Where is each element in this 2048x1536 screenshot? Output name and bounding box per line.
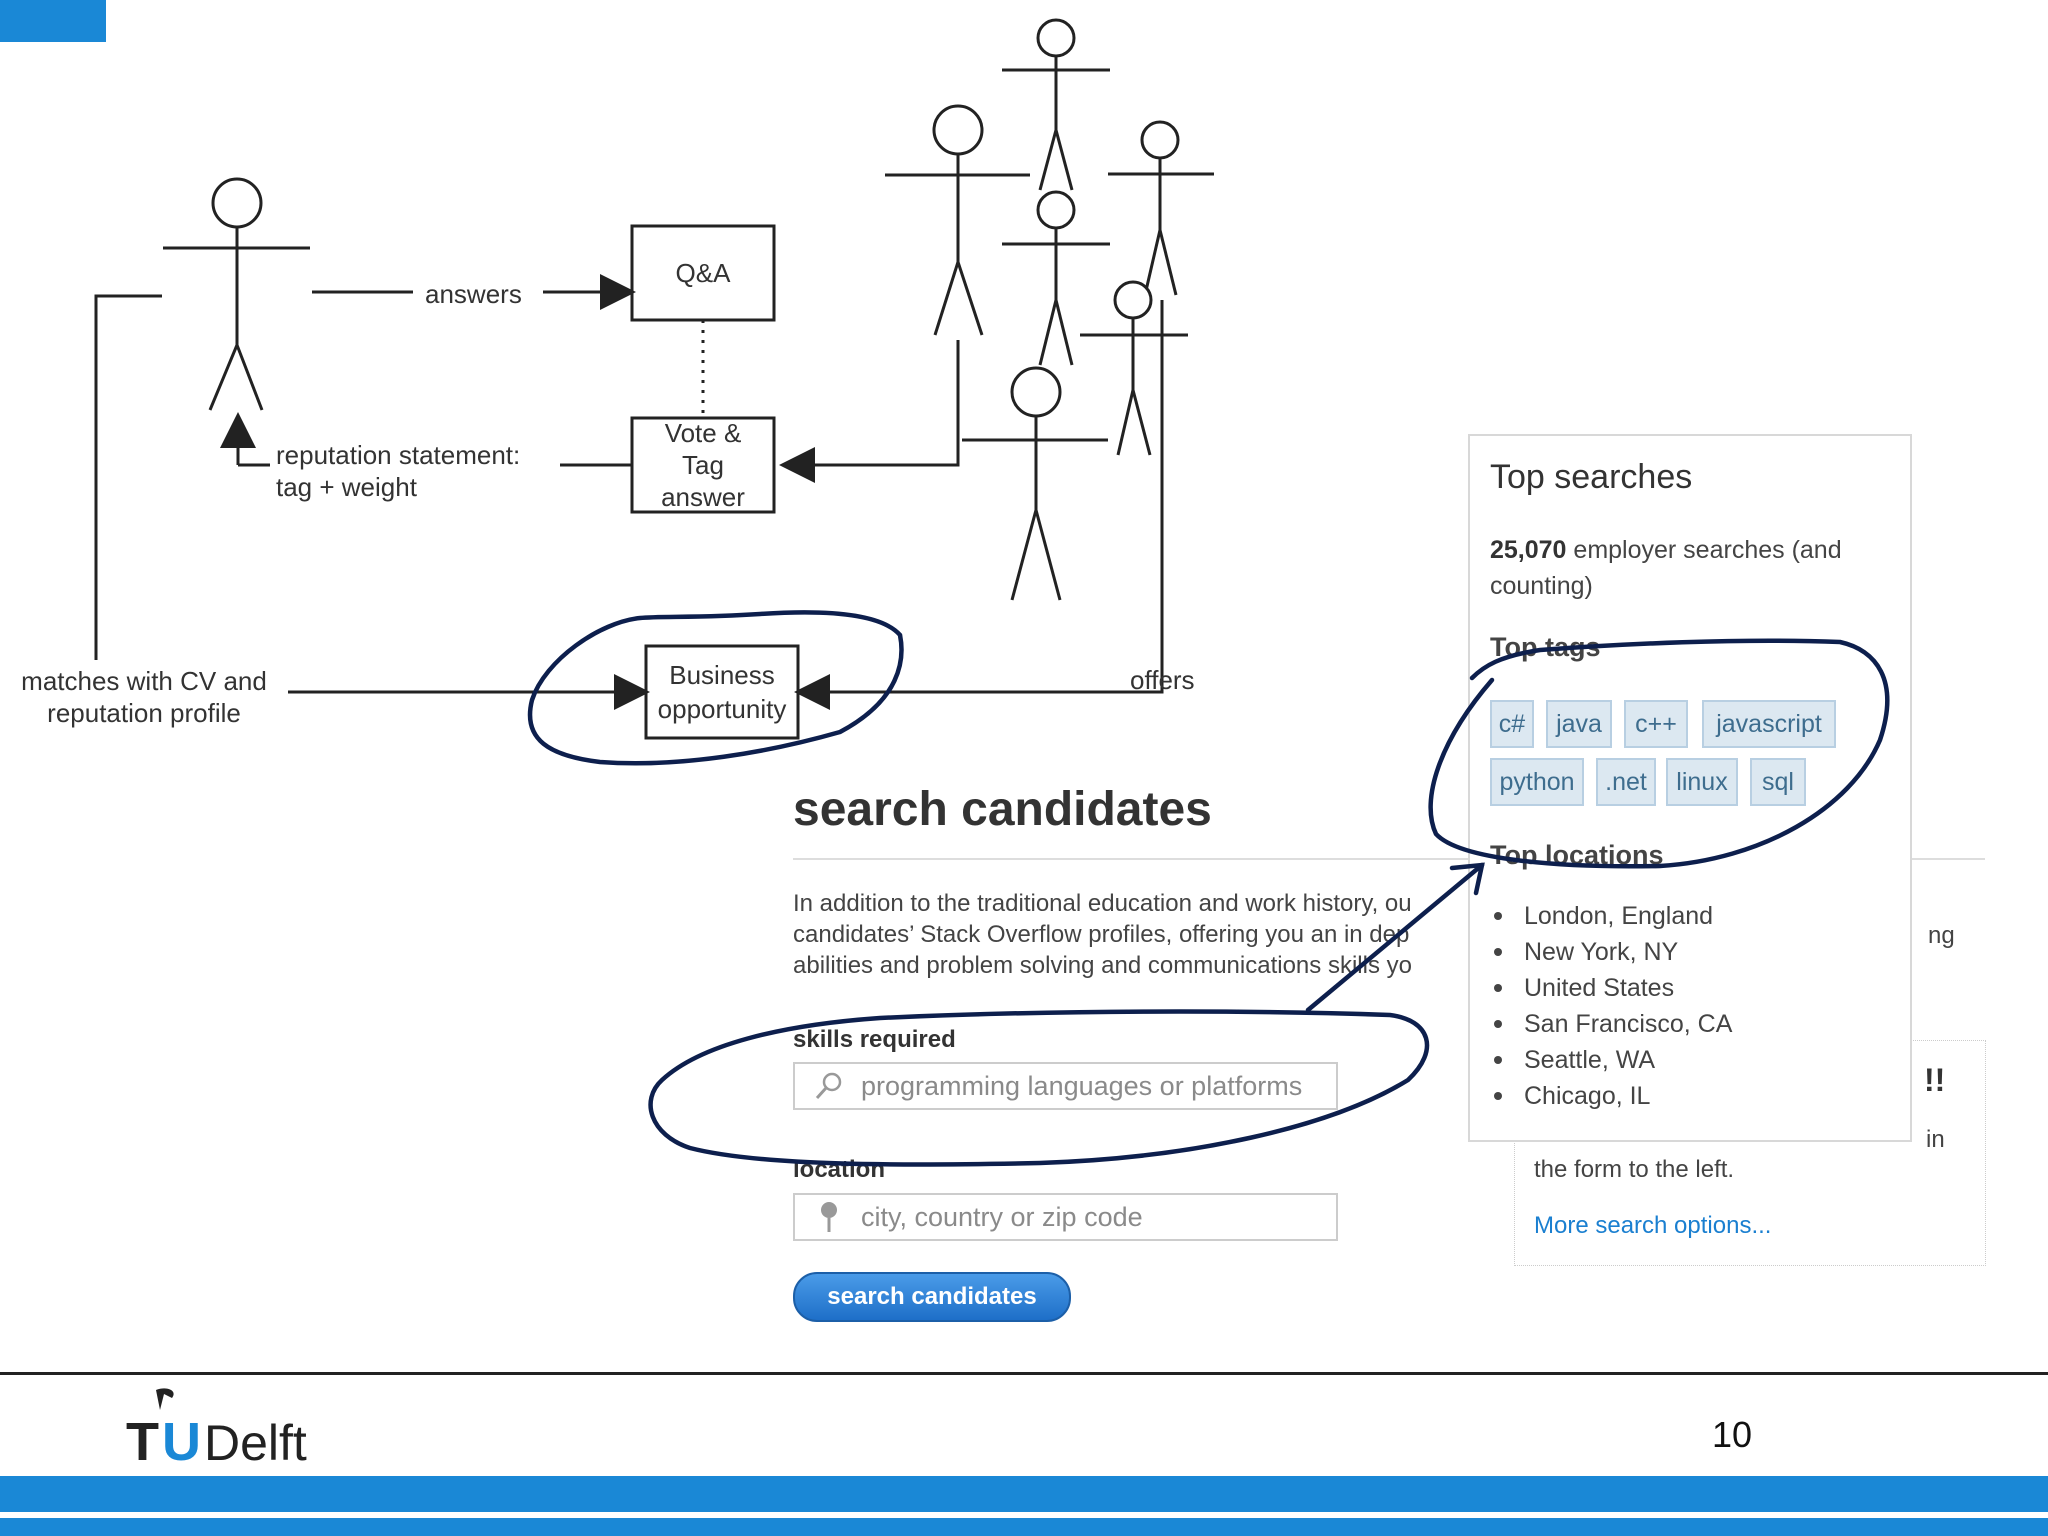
tag-linux[interactable]: linux	[1666, 758, 1738, 806]
top-locations-title: Top locations	[1490, 840, 1664, 870]
tag-sql[interactable]: sql	[1750, 758, 1806, 806]
search-count-text: employer searches (and	[1566, 536, 1842, 564]
svg-text:Delft: Delft	[204, 1415, 307, 1464]
reputation-label: tag + weight	[276, 472, 418, 502]
intro-line: In addition to the traditional education…	[793, 890, 1412, 917]
location-name: United States	[1524, 974, 1675, 1002]
skills-required-label: skills required	[793, 1026, 956, 1053]
bullet-icon	[1494, 1020, 1502, 1028]
magnifier-icon	[809, 1066, 849, 1106]
tag-cpp[interactable]: c++	[1624, 700, 1688, 748]
page-number: 10	[1712, 1414, 1753, 1455]
title-divider	[793, 858, 1985, 860]
qa-box-label: Q&A	[676, 258, 732, 288]
intro-line: abilities and problem solving and commun…	[793, 952, 1412, 979]
tag-dotnet[interactable]: .net	[1596, 758, 1656, 806]
vote-box-label: answer	[661, 482, 745, 512]
location-name: New York, NY	[1524, 938, 1679, 966]
side-text: the form to the left.	[1534, 1156, 1735, 1183]
location-item[interactable]: United States	[1490, 970, 1732, 1006]
location-name: Chicago, IL	[1524, 1082, 1651, 1110]
side-text-fragment: in	[1926, 1126, 1945, 1153]
footer-divider	[0, 1372, 2048, 1375]
location-item[interactable]: London, England	[1490, 898, 1732, 934]
top-tags-title: Top tags	[1490, 632, 1601, 662]
side-heading-fragment: !!	[1924, 1062, 1946, 1098]
location-item[interactable]: Seattle, WA	[1490, 1042, 1732, 1078]
developer-figure	[163, 177, 310, 411]
intro-text: In addition to the traditional education…	[793, 888, 1461, 988]
intro-line: candidates’ Stack Overflow profiles, off…	[793, 921, 1410, 948]
top-searches-card: Top searches 25,070 employer searches (a…	[1468, 434, 1912, 1142]
offers-label: offers	[1130, 665, 1195, 695]
skills-field[interactable]	[793, 1062, 1338, 1110]
side-text-fragment: ng	[1928, 922, 1955, 949]
employer-search-count: 25,070 employer searches (and counting)	[1490, 532, 1900, 604]
location-field[interactable]	[793, 1193, 1338, 1241]
tag-python[interactable]: python	[1490, 758, 1584, 806]
employer-figures	[885, 18, 1214, 601]
svg-text:U: U	[162, 1412, 201, 1464]
business-box-label: opportunity	[658, 694, 787, 724]
bullet-icon	[1494, 1056, 1502, 1064]
tag-javascript[interactable]: javascript	[1702, 700, 1836, 748]
skills-input[interactable]	[859, 1069, 1333, 1103]
location-label: location	[793, 1156, 886, 1183]
vote-box-label: Vote &	[665, 418, 742, 448]
top-searches-title: Top searches	[1490, 458, 1693, 496]
tu-delft-logo: T U Delft	[126, 1388, 307, 1464]
top-locations-list: London, England New York, NY United Stat…	[1490, 898, 1732, 1114]
footer-band-lower	[0, 1518, 2048, 1536]
location-name: Seattle, WA	[1524, 1046, 1656, 1074]
more-search-options-link[interactable]: More search options...	[1534, 1212, 1772, 1239]
location-name: San Francisco, CA	[1524, 1010, 1733, 1038]
svg-text:T: T	[126, 1412, 159, 1464]
search-candidates-button[interactable]: search candidates	[793, 1272, 1071, 1322]
tag-java[interactable]: java	[1546, 700, 1612, 748]
location-item[interactable]: Chicago, IL	[1490, 1078, 1732, 1114]
location-name: London, England	[1524, 902, 1714, 930]
location-item[interactable]: New York, NY	[1490, 934, 1732, 970]
bullet-icon	[1494, 1092, 1502, 1100]
location-input[interactable]	[859, 1200, 1333, 1234]
corner-tab	[0, 0, 106, 42]
search-count-value: 25,070	[1490, 536, 1567, 564]
search-candidates-title: search candidates	[793, 783, 1212, 836]
business-box-label: Business	[669, 660, 775, 690]
answers-label: answers	[425, 279, 522, 309]
bullet-icon	[1494, 948, 1502, 956]
footer-band	[0, 1476, 2048, 1512]
vote-box-label: Tag	[682, 450, 724, 480]
reputation-label: reputation statement:	[276, 440, 520, 470]
matches-label: matches with CV and	[21, 666, 267, 696]
matches-label: reputation profile	[47, 698, 241, 728]
search-count-text: counting)	[1490, 572, 1593, 600]
map-pin-icon	[809, 1197, 849, 1237]
location-item[interactable]: San Francisco, CA	[1490, 1006, 1732, 1042]
bullet-icon	[1494, 984, 1502, 992]
bullet-icon	[1494, 912, 1502, 920]
tag-csharp[interactable]: c#	[1490, 700, 1534, 748]
